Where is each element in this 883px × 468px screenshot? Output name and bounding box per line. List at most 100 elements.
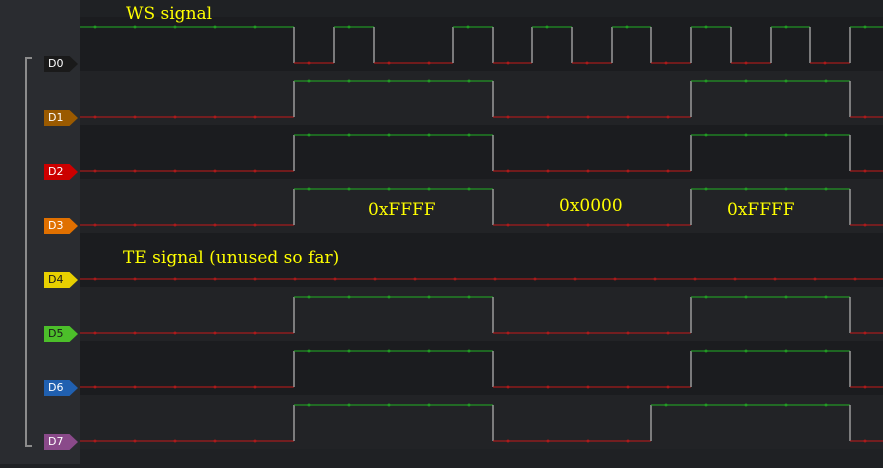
channel-label-d2[interactable]: D2 <box>44 164 78 180</box>
channel-label-text: D4 <box>48 273 64 286</box>
channel-band <box>80 17 883 71</box>
sample-dot <box>387 79 391 83</box>
sample-dot <box>863 331 867 335</box>
sample-dot <box>133 385 137 389</box>
sample-dot <box>93 277 97 281</box>
sample-dot <box>533 277 537 281</box>
channel-sidebar: D0 D1 D2 D3 D4 D5 D6 D7 <box>0 0 80 464</box>
sample-dot <box>653 277 657 281</box>
sample-dot <box>586 331 590 335</box>
sample-dot <box>744 295 748 299</box>
sample-dot <box>93 25 97 29</box>
sample-dot <box>253 331 257 335</box>
sample-dot <box>666 115 670 119</box>
sample-dot <box>573 277 577 281</box>
sample-dot <box>427 295 431 299</box>
sample-dot <box>427 187 431 191</box>
sample-dot <box>493 277 497 281</box>
sample-dot <box>813 277 817 281</box>
sample-dot <box>133 277 137 281</box>
channel-band <box>80 233 883 287</box>
sample-dot <box>744 187 748 191</box>
sample-dot <box>387 187 391 191</box>
sample-dot <box>506 223 510 227</box>
sample-dot <box>93 439 97 443</box>
sample-dot <box>784 25 788 29</box>
sample-dot <box>784 79 788 83</box>
sample-dot <box>253 439 257 443</box>
sample-dot <box>824 79 828 83</box>
sample-dot <box>173 169 177 173</box>
sample-dot <box>733 277 737 281</box>
sample-dot <box>427 79 431 83</box>
sample-dot <box>467 133 471 137</box>
channel-label-d7[interactable]: D7 <box>44 434 78 450</box>
sample-dot <box>863 115 867 119</box>
sample-dot <box>387 61 391 65</box>
sample-dot <box>347 403 351 407</box>
channel-label-text: D0 <box>48 57 64 70</box>
sample-dot <box>307 349 311 353</box>
sample-dot <box>173 439 177 443</box>
sample-dot <box>173 331 177 335</box>
value-annotation-1: 0xFFFF <box>368 200 436 220</box>
channel-label-d0[interactable]: D0 <box>44 56 78 72</box>
channel-label-d6[interactable]: D6 <box>44 380 78 396</box>
sample-dot <box>773 277 777 281</box>
channel-band <box>80 395 883 449</box>
sample-dot <box>626 223 630 227</box>
sample-dot <box>586 223 590 227</box>
channel-label-d3[interactable]: D3 <box>44 218 78 234</box>
sample-dot <box>173 223 177 227</box>
trace-view[interactable]: WS signal 0xFFFF 0x0000 0xFFFF TE signal… <box>80 0 883 464</box>
sample-dot <box>213 331 217 335</box>
channel-label-d1[interactable]: D1 <box>44 110 78 126</box>
channel-label-d4[interactable]: D4 <box>44 272 78 288</box>
sample-dot <box>863 439 867 443</box>
sample-dot <box>586 439 590 443</box>
sample-dot <box>213 169 217 173</box>
sample-dot <box>213 439 217 443</box>
sample-dot <box>427 403 431 407</box>
sample-dot <box>824 133 828 137</box>
sample-dot <box>467 403 471 407</box>
sample-dot <box>133 169 137 173</box>
sample-dot <box>253 277 257 281</box>
sample-dot <box>585 61 589 65</box>
sample-dot <box>546 169 550 173</box>
sample-dot <box>546 385 550 389</box>
sample-dot <box>467 79 471 83</box>
sample-dot <box>307 187 311 191</box>
channel-label-text: D7 <box>48 435 64 448</box>
sample-dot <box>744 79 748 83</box>
sample-dot <box>427 61 431 65</box>
sample-dot <box>824 295 828 299</box>
sample-dot <box>213 277 217 281</box>
sample-dot <box>863 223 867 227</box>
sample-dot <box>664 61 668 65</box>
value-annotation-2: 0x0000 <box>559 196 623 216</box>
waveform-canvas[interactable]: WS signal 0xFFFF 0x0000 0xFFFF TE signal… <box>80 0 883 464</box>
channel-band <box>80 125 883 179</box>
sample-dot <box>545 25 549 29</box>
waveforms <box>80 25 883 443</box>
channel-label-d5[interactable]: D5 <box>44 326 78 342</box>
channel-band <box>80 341 883 395</box>
sample-dot <box>293 277 297 281</box>
sample-dot <box>93 223 97 227</box>
channel-label-text: D3 <box>48 219 64 232</box>
sample-dot <box>586 385 590 389</box>
sample-dot <box>626 169 630 173</box>
sample-dot <box>853 277 857 281</box>
sample-dot <box>784 349 788 353</box>
channel-band <box>80 71 883 125</box>
channel-group-bracket <box>25 57 32 447</box>
sample-dot <box>613 277 617 281</box>
sample-dot <box>586 115 590 119</box>
sample-dot <box>863 25 867 29</box>
sample-dot <box>625 25 629 29</box>
sample-dot <box>347 25 351 29</box>
channel-band <box>80 287 883 341</box>
sample-dot <box>347 133 351 137</box>
